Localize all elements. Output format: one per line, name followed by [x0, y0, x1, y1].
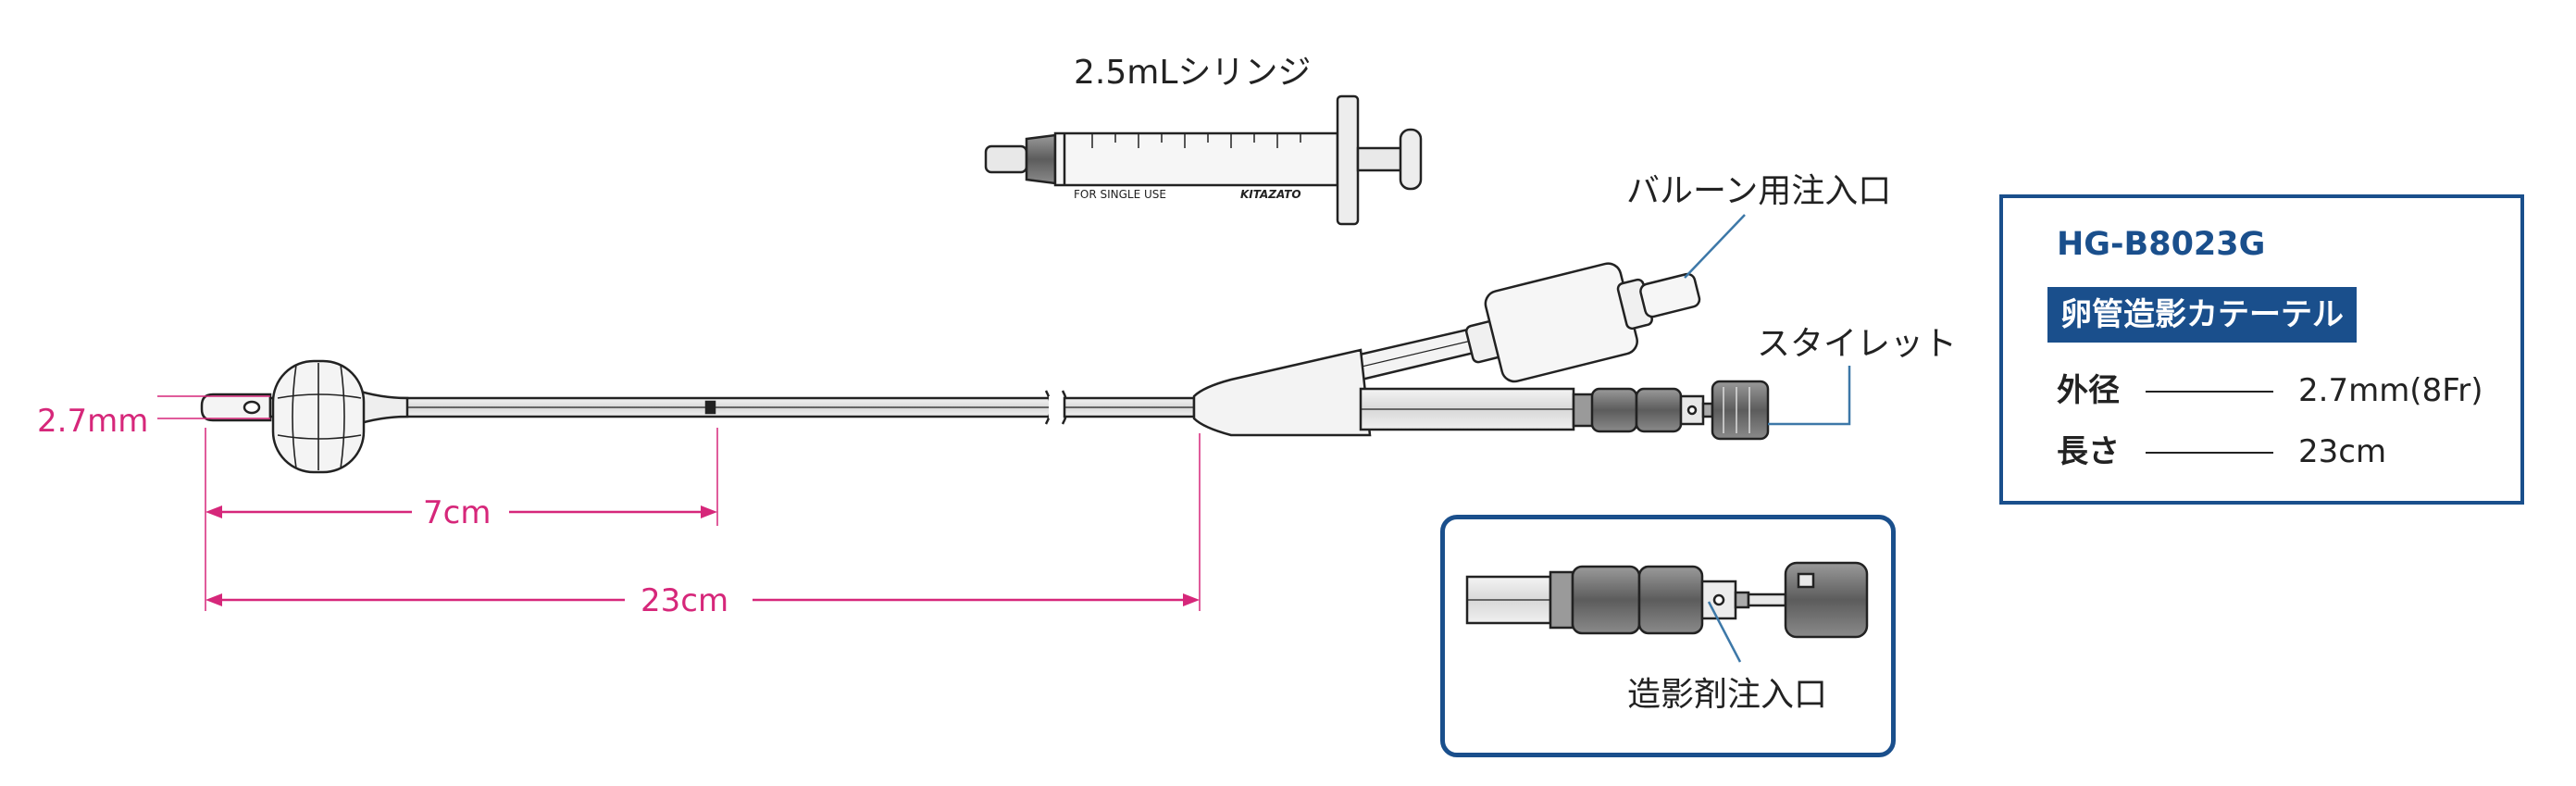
syringe-barrel — [1053, 131, 1339, 187]
syringe-scale — [1091, 133, 1301, 148]
catheter-tip-hole — [243, 400, 261, 415]
inset-connector-detail — [1465, 561, 1869, 639]
syringe-print-right: KITAZATO — [1240, 188, 1301, 201]
dimensions — [157, 395, 1201, 611]
balloon-port-leader — [1684, 214, 1746, 279]
stylet-connector — [1572, 380, 1770, 441]
contrast-port-leader — [1707, 601, 1742, 663]
syringe-tip — [984, 144, 1028, 174]
balloon-port-label: バルーン用注入口 — [1626, 172, 1891, 210]
model-number: HG-B8023G — [2057, 226, 2266, 263]
balloon — [268, 359, 409, 474]
balloon-valve — [1465, 262, 1701, 383]
syringe-gasket — [1025, 133, 1057, 185]
leader-lines — [1684, 214, 1851, 426]
syringe — [984, 94, 1423, 226]
spec-row-length: 長さ 23cm — [2057, 430, 2501, 473]
product-name-badge: 卵管造影カテーテル — [2047, 287, 2357, 343]
spec-leader-line — [2146, 391, 2273, 393]
stylet-leader — [1768, 366, 1851, 426]
tip-diameter-label: 2.7mm — [37, 403, 148, 440]
contrast-port-label: 造影剤注入口 — [1627, 676, 1827, 714]
stylet-label: スタイレット — [1757, 325, 1957, 363]
spec-leader-line — [2146, 452, 2273, 454]
spec-row-outer-diameter: 外径 2.7mm(8Fr) — [2057, 369, 2501, 412]
syringe-label: 2.5mLシリンジ — [1074, 54, 1311, 92]
catheter — [200, 390, 1196, 425]
catheter-marker — [704, 400, 716, 415]
balloon-length-label: 7cm — [423, 494, 491, 531]
spec-value: 23cm — [2298, 433, 2387, 470]
spec-key: 外径 — [2057, 372, 2120, 409]
inset-frame — [1440, 515, 1896, 757]
syringe-print-left: FOR SINGLE USE — [1074, 188, 1166, 201]
spec-box: HG-B8023G 卵管造影カテーテル 外径 2.7mm(8Fr) 長さ 23c… — [1999, 194, 2524, 505]
total-length-label: 23cm — [641, 582, 728, 619]
y-connector — [1192, 262, 1770, 441]
syringe-plunger-thumb — [1399, 128, 1423, 191]
spec-key: 長さ — [2057, 433, 2120, 470]
hub-body — [1192, 348, 1372, 437]
syringe-flange — [1336, 94, 1360, 226]
spec-value: 2.7mm(8Fr) — [2298, 372, 2483, 409]
